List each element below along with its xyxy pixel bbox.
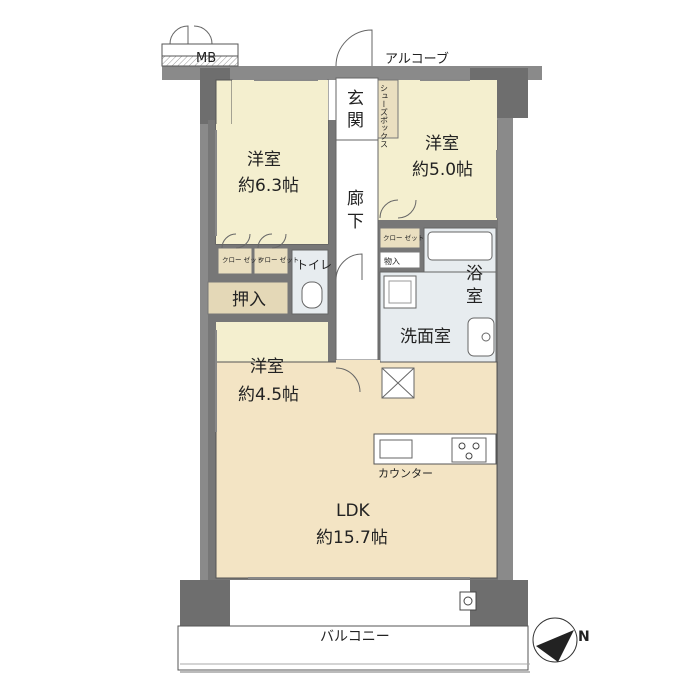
closet-b: [379, 227, 421, 249]
balcony-label: バルコニー: [320, 629, 390, 645]
washbasin: [467, 317, 495, 357]
roka-label-2: 下: [347, 212, 364, 232]
yokushitsu-label-1: 浴: [466, 264, 483, 284]
north-arrow-icon: N: [532, 617, 590, 663]
roka-label-1: 廊: [347, 189, 364, 209]
closet-label-a2: クロー ゼット: [258, 255, 299, 264]
room-b-size: 約5.0帖: [412, 160, 473, 180]
bathtub: [427, 231, 493, 261]
storage-area: [379, 251, 421, 269]
toilet-bowl: [301, 281, 323, 309]
toilet-label: トイレ: [296, 258, 332, 272]
mb-label: MB: [196, 51, 216, 66]
ldk-label: LDK: [336, 501, 371, 521]
genkan-label-1: 玄: [347, 89, 364, 109]
room-a-name: 洋室: [247, 150, 281, 170]
room-c-name: 洋室: [250, 357, 284, 377]
water-heater: [459, 591, 477, 611]
balcony: [177, 625, 529, 671]
windows: [215, 79, 498, 579]
ldk-size-label: 約15.7帖: [316, 528, 388, 548]
room-c-size: 約4.5帖: [238, 385, 299, 405]
doors: [169, 25, 417, 393]
counter-label: カウンター: [378, 467, 433, 480]
genkan-area: [335, 77, 379, 141]
oshiire-area: [207, 281, 289, 315]
room-a-size: 約6.3帖: [238, 176, 299, 196]
closet-a2: [253, 247, 289, 275]
oshiire-label: 押入: [232, 290, 266, 310]
senmenshitsu-label: 洗面室: [400, 327, 451, 347]
alcove-label: アルコーブ: [385, 51, 449, 67]
closet-a1: [217, 247, 253, 275]
shoes-box-area: [377, 79, 399, 139]
hallway: [335, 139, 379, 361]
shoes-box-label: シューズボックス: [380, 84, 389, 148]
closet-label-b: クロー ゼット: [383, 233, 424, 242]
yokushitsu-label-2: 室: [466, 287, 483, 307]
stove: [451, 437, 487, 463]
sink: [379, 439, 413, 459]
genkan-label-2: 関: [347, 111, 364, 131]
closet-label-a1: クロー ゼット: [222, 255, 263, 264]
fixtures: [301, 231, 495, 611]
monoire-label: 物入: [384, 256, 400, 266]
svg-text:N: N: [578, 629, 590, 645]
room-b-name: 洋室: [425, 134, 459, 154]
rooms: [207, 77, 498, 579]
